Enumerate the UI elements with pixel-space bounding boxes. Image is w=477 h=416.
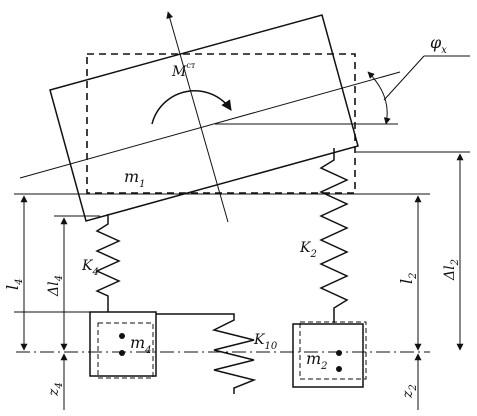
label-k2: K2 [299, 240, 317, 260]
mass-m2 [292, 323, 364, 388]
moment-arrow [151, 90, 232, 125]
spring-k2 [319, 148, 349, 323]
body-m1 [49, 14, 359, 222]
label-l4: l4 [3, 279, 25, 291]
label-dl4: Δl4 [46, 275, 65, 297]
label-l2: l2 [397, 273, 419, 285]
m4-center-dot [119, 333, 125, 339]
label-k10: K10 [253, 332, 278, 352]
phi-leader [383, 55, 425, 101]
label-m2: m2 [306, 349, 328, 372]
label-k4: K4 [81, 258, 99, 278]
body-cross-axis [166, 11, 229, 223]
mass-m4-dashed [97, 322, 154, 379]
m4-center-dot-2 [119, 350, 125, 356]
label-z4: z4 [46, 382, 65, 397]
angle-arc [367, 71, 391, 125]
label-m4: m4 [130, 333, 152, 356]
mass-m2-dashed [299, 321, 367, 380]
label-phi: φx [430, 33, 447, 56]
m2-center-dot [336, 350, 342, 356]
spring-k10 [156, 313, 257, 394]
label-m1: m1 [124, 167, 146, 190]
label-dl2: Δl2 [442, 259, 461, 281]
spring-k4 [95, 214, 121, 312]
mass-m4 [89, 311, 157, 377]
m2-center-dot-2 [336, 366, 342, 372]
label-moment: Mст [171, 61, 196, 80]
body-long-axis [19, 71, 401, 179]
label-z2: z2 [400, 384, 419, 399]
